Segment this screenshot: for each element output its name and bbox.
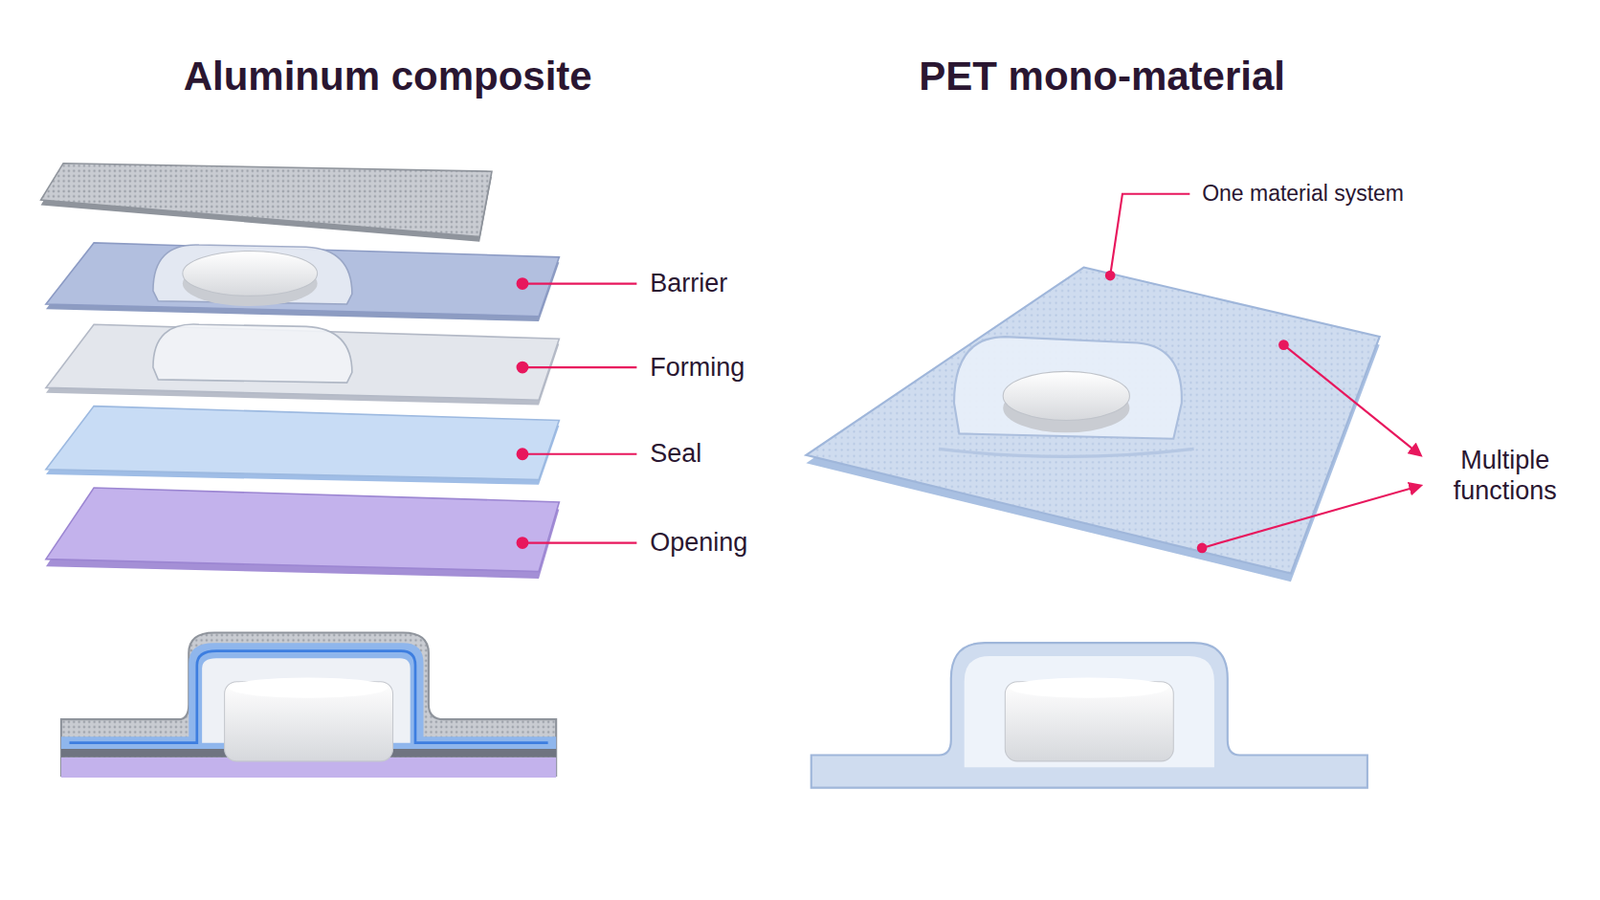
panel-title: PET mono-material	[918, 52, 1286, 101]
callout-label: Multiple functions	[1433, 444, 1578, 508]
composite-cross-section	[61, 632, 556, 778]
pet-cross-section	[811, 643, 1368, 788]
layer-label: Seal	[649, 438, 702, 469]
layer-label: Opening	[649, 527, 748, 558]
leader-lines	[1110, 194, 1421, 549]
leader-dots	[1105, 270, 1289, 555]
layer-label: Forming	[649, 352, 745, 383]
opening-layer	[45, 488, 559, 579]
seal-layer	[45, 406, 559, 486]
leader-lines	[517, 278, 638, 549]
panel-title: Aluminum composite	[183, 52, 593, 101]
callout-label: One material system	[1201, 180, 1404, 208]
forming-layer	[45, 324, 559, 405]
foil-layer	[41, 163, 492, 243]
pet-blister-card	[805, 267, 1379, 583]
layer-label: Barrier	[649, 267, 728, 299]
barrier-layer	[45, 243, 559, 322]
